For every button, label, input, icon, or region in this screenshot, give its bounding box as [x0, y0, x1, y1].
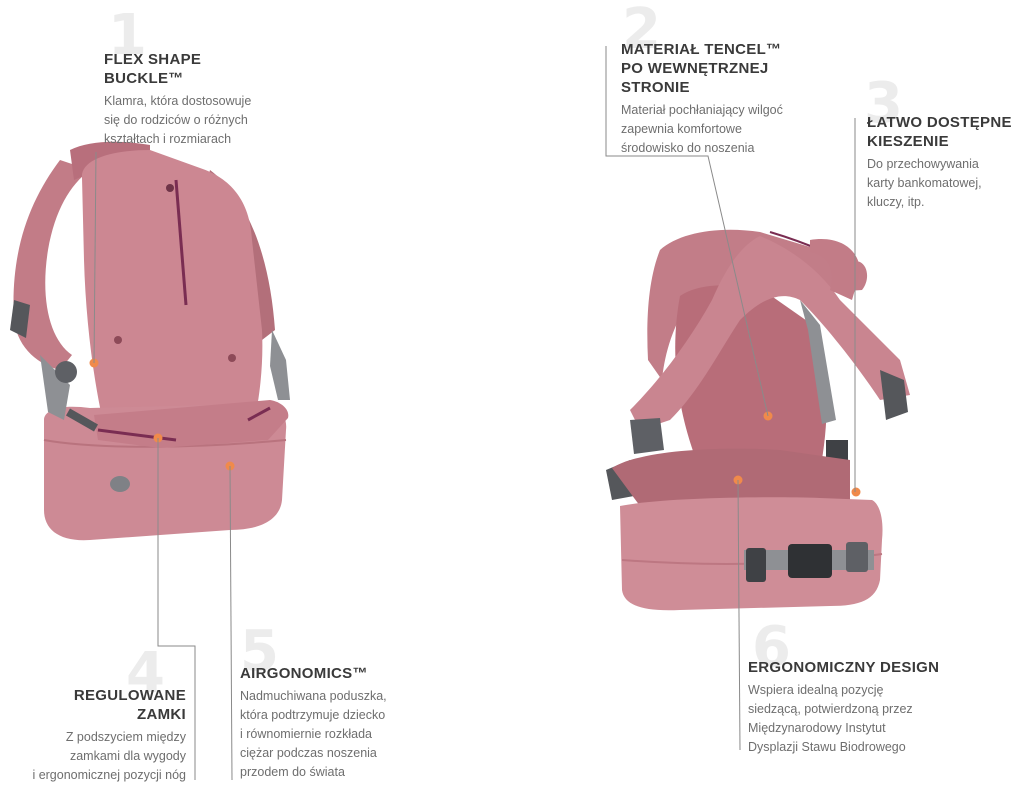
feature-desc-6: Wspiera idealną pozycję siedzącą, potwie… — [748, 683, 913, 754]
feature-2: MATERIAŁ TENCEL™ PO WEWNĘTRZNEJ STRONIE … — [621, 40, 851, 158]
feature-title-4: REGULOWANE ZAMKI — [73, 687, 186, 723]
side-carrier — [606, 229, 910, 611]
feature-6: ERGONOMICZNY DESIGN Wspiera idealną pozy… — [748, 658, 1008, 757]
leader-line-2 — [605, 46, 769, 417]
feature-title-2: MATERIAŁ TENCEL™ PO WEWNĘTRZNEJ STRONIE — [621, 41, 782, 96]
feature-title-6: ERGONOMICZNY DESIGN — [748, 659, 940, 676]
front-carrier — [10, 141, 290, 541]
feature-number-1: 1 — [108, 3, 147, 68]
feature-title-1: FLEX SHAPE BUCKLE™ — [104, 51, 202, 87]
leader-line-4 — [157, 438, 196, 780]
leader-line-1 — [93, 151, 97, 364]
feature-desc-3: Do przechowywania karty bankomatowej, kl… — [867, 157, 982, 209]
feature-number-4: 4 — [126, 641, 165, 706]
feature-3: ŁATWO DOSTĘPNE KIESZENIE Do przechowywan… — [867, 113, 1027, 212]
feature-4: REGULOWANE ZAMKI Z podszyciem między zam… — [0, 686, 186, 785]
feature-title-3: ŁATWO DOSTĘPNE KIESZENIE — [867, 114, 1012, 150]
leader-line-6 — [737, 479, 741, 751]
feature-5: AIRGONOMICS™ Nadmuchiwana poduszka, któr… — [240, 664, 440, 782]
leader-lines — [93, 46, 856, 781]
feature-title-5: AIRGONOMICS™ — [240, 665, 368, 682]
feature-desc-1: Klamra, która dostosowuje się do rodzicó… — [104, 94, 252, 146]
feature-1: FLEX SHAPE BUCKLE™ Klamra, która dostoso… — [104, 50, 304, 149]
feature-desc-2: Materiał pochłaniający wilgoć zapewnia k… — [621, 103, 783, 155]
feature-desc-4: Z podszyciem między zamkami dla wygody i… — [32, 730, 186, 782]
feature-number-3: 3 — [864, 71, 903, 136]
feature-desc-5: Nadmuchiwana poduszka, która podtrzymuje… — [240, 689, 387, 779]
feature-number-2: 2 — [622, 0, 661, 62]
leader-line-5 — [229, 465, 233, 781]
feature-number-6: 6 — [752, 615, 791, 680]
feature-number-5: 5 — [240, 619, 279, 684]
